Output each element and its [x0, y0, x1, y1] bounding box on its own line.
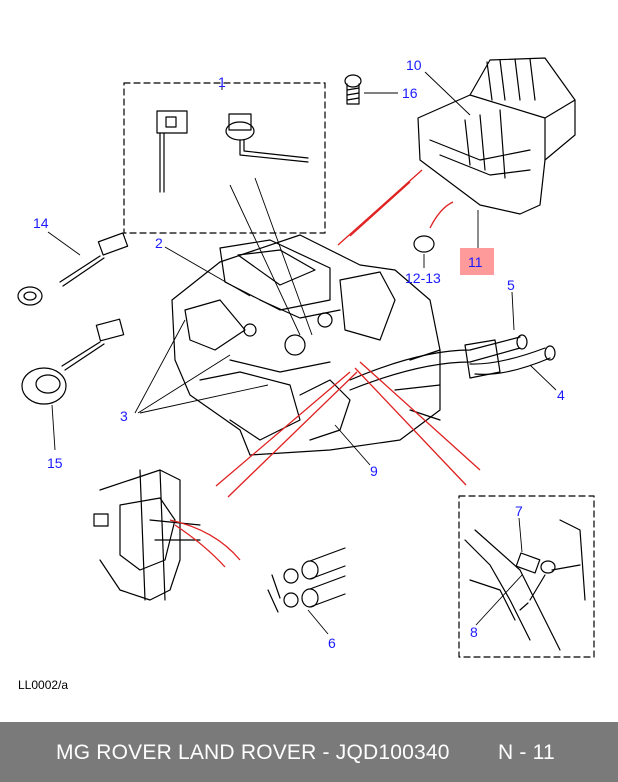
- o-ring-drawing: [413, 235, 435, 253]
- red-leader-1: [337, 169, 423, 246]
- sensor-15-drawing: [21, 318, 125, 405]
- figure-reference: LL0002/a: [18, 678, 68, 692]
- leader-2: [164, 246, 251, 297]
- part-11-highlight[interactable]: [460, 248, 494, 275]
- connector-14-drawing: [17, 232, 129, 306]
- clip-inset-drawing: [93, 469, 201, 601]
- red-leader-3: [429, 201, 454, 229]
- leader-3a: [134, 319, 186, 414]
- red-leader-8: [169, 519, 241, 561]
- callout-14[interactable]: 14: [33, 215, 49, 231]
- callout-1[interactable]: 1: [218, 74, 226, 90]
- blower-housing-drawing: [417, 57, 576, 215]
- callout-12-13[interactable]: 12-13: [405, 270, 441, 286]
- callout-9[interactable]: 9: [370, 463, 378, 479]
- leader-15: [51, 404, 56, 451]
- leader-6: [307, 609, 329, 635]
- footer-bar: MG ROVER LAND ROVER - JQD100340 N - 11: [0, 722, 618, 782]
- callout-10[interactable]: 10: [406, 57, 422, 73]
- callout-6[interactable]: 6: [328, 635, 336, 651]
- red-leader-7: [354, 367, 467, 486]
- callout-2[interactable]: 2: [155, 235, 163, 251]
- leader-1b: [254, 177, 313, 336]
- sensor-probe-drawing: [225, 113, 309, 163]
- leader-3c: [139, 384, 269, 414]
- pipe-seals-6-drawing: [267, 547, 346, 613]
- leader-9: [334, 424, 371, 466]
- callout-5[interactable]: 5: [507, 277, 515, 293]
- red-leader-2: [349, 181, 411, 237]
- leader-1a: [229, 184, 301, 336]
- callout-4[interactable]: 4: [557, 387, 565, 403]
- leader-7: [518, 517, 523, 553]
- sensor-inset-box: [458, 495, 595, 658]
- leader-5: [511, 291, 515, 331]
- red-leader-5: [227, 371, 358, 498]
- callout-16[interactable]: 16: [402, 85, 418, 101]
- footer-page-number: N - 11: [498, 741, 555, 764]
- sensor-switch-drawing: [156, 110, 188, 193]
- callout-8[interactable]: 8: [470, 624, 478, 640]
- leader-3b: [137, 354, 231, 414]
- parts-diagram: 1 2 3 4 5 6 7 8 9 10 11 12-13 14 15 16 L…: [17, 57, 595, 692]
- red-leader-4: [215, 371, 351, 487]
- red-leader-6: [359, 361, 481, 471]
- footer-brand-title: MG ROVER LAND ROVER - JQD100340: [56, 741, 450, 764]
- sensor-inset-drawing: [464, 519, 586, 651]
- callout-7[interactable]: 7: [515, 503, 523, 519]
- leader-14: [47, 231, 81, 256]
- leader-4: [529, 364, 557, 391]
- red-leader-9: [174, 524, 226, 568]
- leader-8: [475, 574, 523, 626]
- heater-pipes-drawing: [349, 334, 556, 391]
- callout-11[interactable]: 11: [468, 254, 483, 270]
- callout-3[interactable]: 3: [120, 408, 128, 424]
- part-1-group-box: [123, 82, 326, 234]
- screw-16-drawing: [344, 74, 362, 105]
- callout-15[interactable]: 15: [47, 455, 63, 471]
- leader-10: [424, 71, 471, 116]
